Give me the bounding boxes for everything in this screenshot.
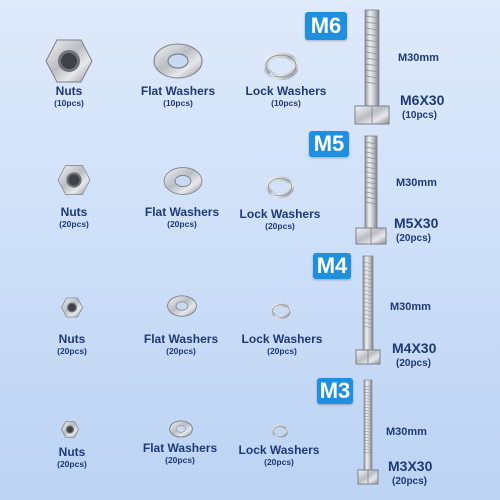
lock-washer-icon bbox=[271, 303, 291, 319]
hex-bolt-icon bbox=[354, 9, 390, 125]
bolt-length: M30mm bbox=[386, 426, 427, 438]
nuts-label: Nuts bbox=[55, 84, 83, 98]
bolt-qty: (20pcs) bbox=[396, 358, 432, 369]
flat-washers-item: Flat Washers (20pcs) bbox=[132, 205, 232, 230]
lock-washers-label: Lock Washers bbox=[241, 332, 323, 346]
bolt-spec: M4X30 bbox=[392, 340, 437, 356]
hex-nut-icon bbox=[61, 297, 83, 318]
flat-washers-label: Flat Washers bbox=[143, 332, 219, 346]
nuts-item: Nuts (20pcs) bbox=[42, 332, 102, 357]
hex-bolt-icon bbox=[355, 135, 387, 245]
nuts-qty: (10pcs) bbox=[54, 98, 84, 108]
lock-washers-item: Lock Washers (20pcs) bbox=[229, 443, 329, 468]
nuts-label: Nuts bbox=[58, 445, 86, 459]
hex-nut-icon bbox=[57, 165, 91, 195]
size-badge-m6: M6 bbox=[305, 12, 347, 40]
hex-nut-icon bbox=[45, 39, 93, 83]
lock-washer-icon bbox=[272, 425, 288, 438]
lock-washers-qty: (10pcs) bbox=[271, 98, 301, 108]
flat-washers-qty: (20pcs) bbox=[166, 346, 196, 356]
flat-washers-label: Flat Washers bbox=[140, 84, 216, 98]
bolt-length: M30mm bbox=[390, 301, 431, 313]
bolt-spec: M3X30 bbox=[388, 458, 433, 474]
lock-washers-qty: (20pcs) bbox=[264, 457, 294, 467]
flat-washers-item: Flat Washers (20pcs) bbox=[130, 441, 230, 466]
size-badge-m5: M5 bbox=[309, 131, 349, 157]
flat-washers-qty: (20pcs) bbox=[165, 455, 195, 465]
nuts-item: Nuts (10pcs) bbox=[39, 84, 99, 109]
lock-washers-label: Lock Washers bbox=[245, 84, 327, 98]
bolt-qty: (20pcs) bbox=[392, 476, 428, 487]
hex-nut-icon bbox=[61, 421, 79, 438]
flat-washers-label: Flat Washers bbox=[144, 205, 220, 219]
hex-bolt-icon bbox=[355, 255, 381, 365]
hex-bolt-icon bbox=[357, 379, 379, 485]
lock-washer-icon bbox=[264, 52, 298, 80]
lock-washers-item: Lock Washers (20pcs) bbox=[230, 207, 330, 232]
lock-washers-item: Lock Washers (10pcs) bbox=[236, 84, 336, 109]
flat-washers-item: Flat Washers (10pcs) bbox=[128, 84, 228, 109]
nuts-qty: (20pcs) bbox=[57, 346, 87, 356]
bolt-spec: M6X30 bbox=[400, 92, 445, 108]
size-badge-m3: M3 bbox=[317, 378, 353, 404]
flat-washer-icon bbox=[169, 420, 193, 438]
lock-washer-icon bbox=[266, 176, 294, 198]
nuts-label: Nuts bbox=[58, 332, 86, 346]
lock-washers-qty: (20pcs) bbox=[267, 346, 297, 356]
flat-washers-item: Flat Washers (20pcs) bbox=[131, 332, 231, 357]
size-badge-m4: M4 bbox=[313, 253, 351, 279]
bolt-qty: (10pcs) bbox=[402, 110, 438, 121]
nuts-qty: (20pcs) bbox=[59, 219, 89, 229]
lock-washers-item: Lock Washers (20pcs) bbox=[232, 332, 332, 357]
flat-washer-icon bbox=[153, 43, 203, 79]
bolt-qty: (20pcs) bbox=[396, 233, 432, 244]
flat-washer-icon bbox=[163, 167, 203, 195]
lock-washers-label: Lock Washers bbox=[238, 443, 320, 457]
nuts-label: Nuts bbox=[60, 205, 88, 219]
flat-washer-icon bbox=[167, 295, 197, 317]
lock-washers-label: Lock Washers bbox=[239, 207, 321, 221]
flat-washers-label: Flat Washers bbox=[142, 441, 218, 455]
bolt-spec: M5X30 bbox=[394, 215, 439, 231]
nuts-qty: (20pcs) bbox=[57, 459, 87, 469]
bolt-length: M30mm bbox=[396, 177, 437, 189]
flat-washers-qty: (20pcs) bbox=[167, 219, 197, 229]
nuts-item: Nuts (20pcs) bbox=[44, 205, 104, 230]
flat-washers-qty: (10pcs) bbox=[163, 98, 193, 108]
lock-washers-qty: (20pcs) bbox=[265, 221, 295, 231]
bolt-length: M30mm bbox=[398, 52, 439, 64]
nuts-item: Nuts (20pcs) bbox=[42, 445, 102, 470]
